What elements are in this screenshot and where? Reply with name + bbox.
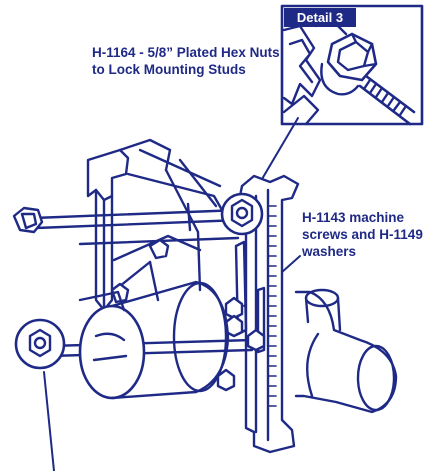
upper-left-nut — [12, 206, 44, 234]
detail-tag: Detail 3 — [284, 8, 356, 27]
machine-screws-callout: H-1143 machine screws and H-1149 washers — [302, 210, 423, 259]
base-foot — [78, 290, 126, 312]
waste-pipe — [78, 280, 230, 400]
highlighted-nut — [220, 192, 264, 236]
bottom-washer — [14, 318, 66, 370]
front-upright — [234, 174, 300, 454]
hex-nuts-callout: H-1164 - 5/8” Plated Hex Nuts to Lock Mo… — [92, 45, 280, 77]
mounting-studs — [32, 208, 254, 358]
stud-threads — [362, 78, 408, 117]
frame-nuts — [110, 238, 266, 392]
hex-nut — [326, 32, 378, 82]
bottom-leader — [43, 371, 55, 472]
slot-teeth — [267, 205, 277, 407]
elbow-fitting — [294, 288, 398, 414]
